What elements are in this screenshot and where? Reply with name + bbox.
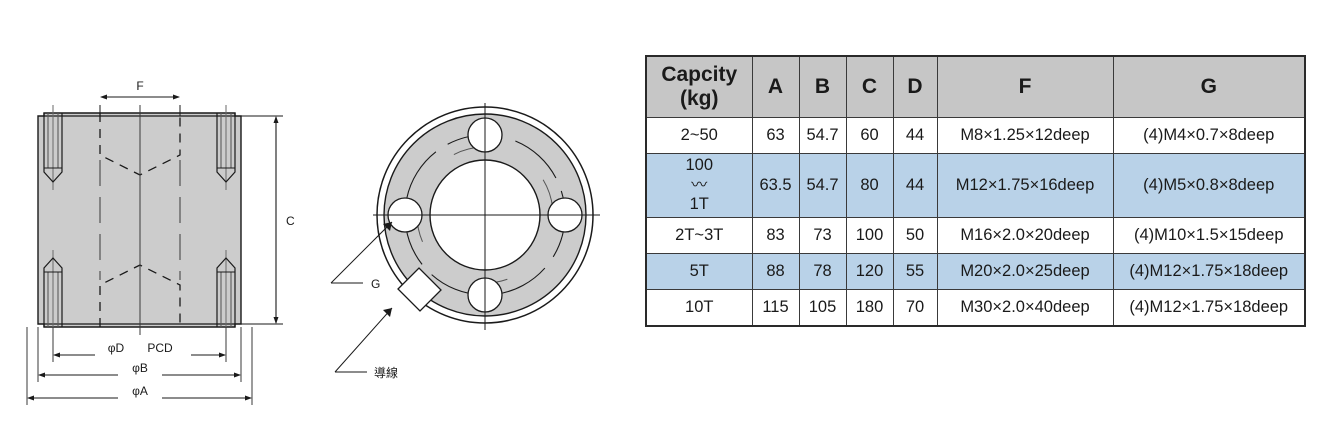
cell-f: M12×1.75×16deep bbox=[936, 152, 1114, 219]
cell-b: 73 bbox=[798, 217, 847, 255]
cell-f: M16×2.0×20deep bbox=[936, 217, 1114, 255]
cell-d: 50 bbox=[892, 217, 938, 255]
table-body: 2~50 63 54.7 60 44 M8×1.25×12deep (4)M4×… bbox=[645, 117, 1306, 327]
cell-g: (4)M12×1.75×18deep bbox=[1112, 289, 1306, 327]
column-header-a: A bbox=[751, 55, 800, 118]
cell-g: (4)M5×0.8×8deep bbox=[1112, 152, 1306, 219]
column-header-f: F bbox=[936, 55, 1114, 118]
column-header-b: B bbox=[798, 55, 847, 118]
capacity-range-separator: 〰 bbox=[691, 176, 708, 194]
dimension-phi-a: φA bbox=[26, 327, 253, 405]
table-row: 5T 88 78 120 55 M20×2.0×25deep (4)M12×1.… bbox=[645, 253, 1306, 291]
front-view-drawing: F C bbox=[26, 79, 295, 405]
cell-d: 44 bbox=[892, 152, 938, 219]
dimension-label-phi-b: φB bbox=[132, 361, 148, 375]
cell-c: 180 bbox=[845, 289, 894, 327]
dimension-phi-d-pcd: φD PCD bbox=[52, 327, 227, 362]
cell-a: 88 bbox=[751, 253, 800, 291]
column-header-c: C bbox=[845, 55, 894, 118]
capacity-range-min: 100 bbox=[685, 156, 714, 174]
cell-a: 63.5 bbox=[751, 152, 800, 219]
leader-line-g: G bbox=[330, 221, 393, 291]
specification-table: Capcity (kg) Capcity (kg) A B C D F G 2~… bbox=[645, 55, 1306, 328]
table-header: Capcity (kg) Capcity (kg) A B C D F G bbox=[645, 55, 1306, 118]
callout-label-g: G bbox=[371, 277, 380, 291]
table-row: 10T 115 105 180 70 M30×2.0×40deep (4)M12… bbox=[645, 289, 1306, 327]
table-row: 2T~3T 83 73 100 50 M16×2.0×20deep (4)M10… bbox=[645, 217, 1306, 255]
cell-a: 115 bbox=[751, 289, 800, 327]
body-face-ring bbox=[383, 114, 586, 316]
dimension-c: C bbox=[241, 115, 295, 325]
table-header-row: Capcity (kg) Capcity (kg) A B C D F G bbox=[645, 55, 1306, 118]
cell-capacity: 2T~3T bbox=[645, 217, 753, 255]
cell-b: 54.7 bbox=[798, 152, 847, 219]
dimension-f: F bbox=[99, 79, 181, 116]
cell-f: M30×2.0×40deep bbox=[936, 289, 1114, 327]
center-lines bbox=[99, 105, 181, 335]
capacity-header-main: Capcity bbox=[661, 63, 738, 87]
crosshair-center-lines bbox=[373, 103, 600, 330]
tapped-hole-upper-right bbox=[216, 105, 236, 190]
dimension-label-phi-d: φD bbox=[108, 341, 125, 355]
column-header-g: G bbox=[1112, 55, 1306, 118]
top-view-drawing: G 導線 bbox=[330, 103, 600, 380]
cell-b: 78 bbox=[798, 253, 847, 291]
dimension-phi-b: φB bbox=[37, 327, 242, 382]
cell-g: (4)M10×1.5×15deep bbox=[1112, 217, 1306, 255]
tapped-hole-lower-right bbox=[216, 250, 236, 335]
cell-d: 70 bbox=[892, 289, 938, 327]
cell-g: (4)M12×1.75×18deep bbox=[1112, 253, 1306, 291]
table-row: 100 〰 1T 63.5 54.7 80 44 M12×1.75×16deep… bbox=[645, 152, 1306, 219]
dimension-label-f: F bbox=[136, 79, 143, 93]
cell-capacity: 100 〰 1T bbox=[645, 152, 753, 219]
cell-a: 83 bbox=[751, 217, 800, 255]
cell-a: 63 bbox=[751, 117, 800, 154]
cell-b: 54.7 bbox=[798, 117, 847, 154]
dimension-label-c: C bbox=[286, 214, 295, 228]
tapped-hole-lower-left bbox=[43, 250, 63, 335]
cell-d: 55 bbox=[892, 253, 938, 291]
cell-c: 80 bbox=[845, 152, 894, 219]
specification-table-container: Capcity (kg) Capcity (kg) A B C D F G 2~… bbox=[645, 55, 1306, 328]
cell-capacity: 5T bbox=[645, 253, 753, 291]
cell-d: 44 bbox=[892, 117, 938, 154]
technical-drawings: F C bbox=[0, 0, 630, 425]
cell-c: 120 bbox=[845, 253, 894, 291]
dimension-label-phi-a: φA bbox=[132, 384, 148, 398]
dimension-label-pcd: PCD bbox=[147, 341, 173, 355]
column-header-capacity: Capcity (kg) Capcity (kg) bbox=[645, 55, 753, 118]
table-row: 2~50 63 54.7 60 44 M8×1.25×12deep (4)M4×… bbox=[645, 117, 1306, 154]
cell-c: 60 bbox=[845, 117, 894, 154]
cell-f: M20×2.0×25deep bbox=[936, 253, 1114, 291]
callout-label-lead-wire: 導線 bbox=[374, 365, 398, 380]
cell-g: (4)M4×0.7×8deep bbox=[1112, 117, 1306, 154]
leader-line-lead-wire: 導線 bbox=[334, 307, 398, 380]
capacity-header-unit: (kg) bbox=[680, 87, 719, 110]
lead-wire-connector bbox=[397, 267, 442, 312]
cell-capacity: 2~50 bbox=[645, 117, 753, 154]
cell-capacity: 10T bbox=[645, 289, 753, 327]
column-header-d: D bbox=[892, 55, 938, 118]
capacity-range-max: 1T bbox=[689, 195, 709, 214]
cell-c: 100 bbox=[845, 217, 894, 255]
cell-b: 105 bbox=[798, 289, 847, 327]
drawings-svg: F C bbox=[26, 79, 600, 405]
cell-f: M8×1.25×12deep bbox=[936, 117, 1114, 154]
tapped-hole-upper-left bbox=[43, 105, 63, 190]
